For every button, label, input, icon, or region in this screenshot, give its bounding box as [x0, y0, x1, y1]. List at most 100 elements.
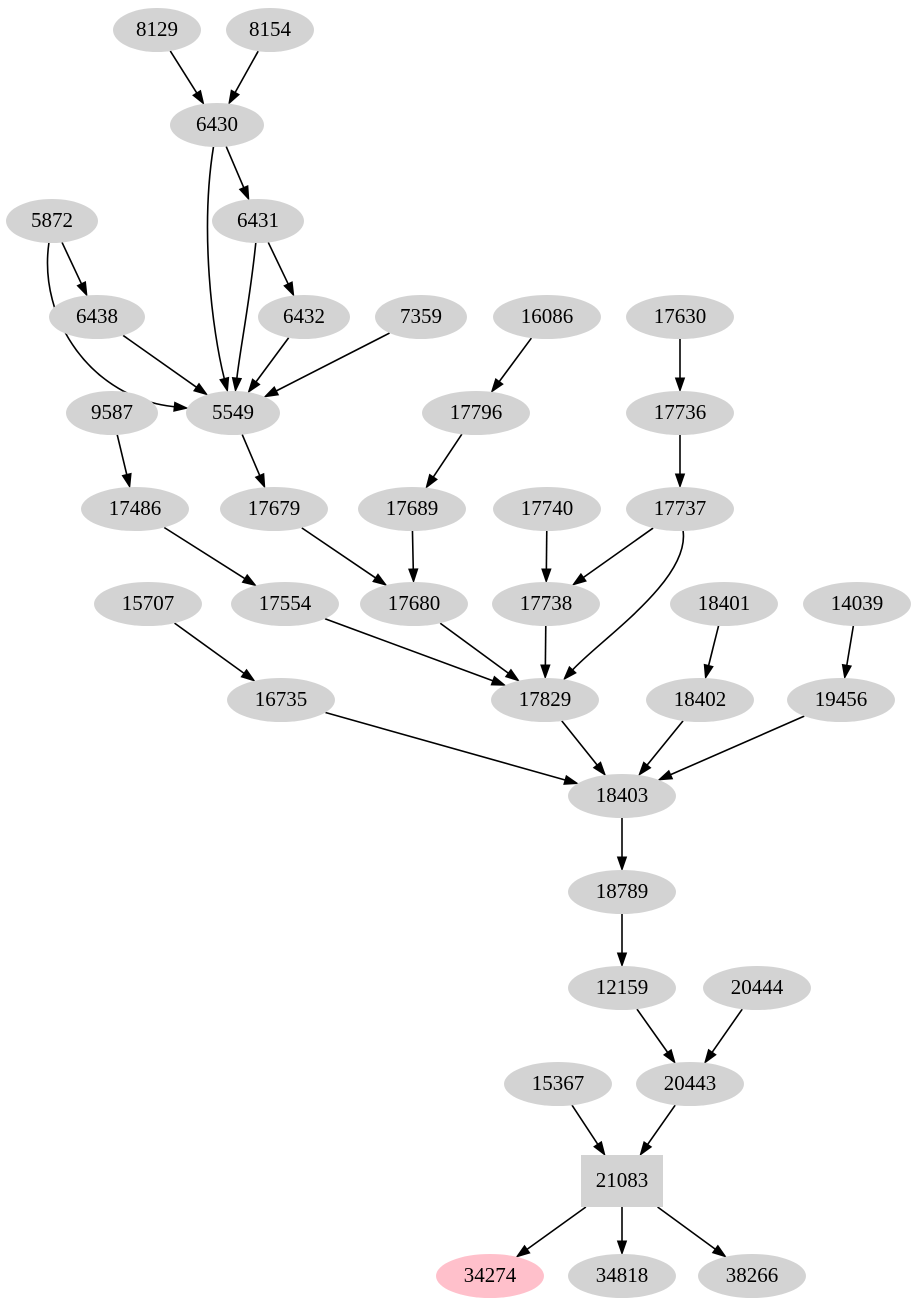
graph-node-17486[interactable]: 17486: [81, 487, 189, 531]
node-ellipse-shape[interactable]: [670, 582, 778, 626]
edge-arrowhead: [662, 1048, 676, 1065]
edge-16086-to-17796: [490, 337, 533, 394]
graph-node-18402[interactable]: 18402: [646, 678, 754, 722]
edge-arrowhead: [121, 472, 132, 489]
node-ellipse-shape[interactable]: [504, 1062, 612, 1106]
edge-18789-to-12159: [616, 914, 628, 968]
graph-node-6430[interactable]: 6430: [170, 103, 264, 147]
node-ellipse-shape[interactable]: [493, 295, 601, 339]
edge-arrowhead: [541, 568, 552, 584]
graph-node-18403[interactable]: 18403: [568, 774, 676, 818]
node-ellipse-shape[interactable]: [186, 391, 280, 435]
node-ellipse-shape[interactable]: [436, 1254, 544, 1298]
node-ellipse-shape[interactable]: [227, 678, 335, 722]
graph-node-21083[interactable]: 21083: [581, 1155, 663, 1207]
node-ellipse-shape[interactable]: [568, 870, 676, 914]
edge-arrowhead: [192, 89, 205, 106]
graph-node-17796[interactable]: 17796: [422, 391, 530, 435]
graph-node-16735[interactable]: 16735: [227, 678, 335, 722]
node-ellipse-shape[interactable]: [231, 582, 339, 626]
edge-17740-to-17738: [541, 530, 552, 584]
edge-8129-to-6430: [169, 50, 205, 106]
graph-node-17554[interactable]: 17554: [231, 582, 339, 626]
edge-arrowhead: [490, 377, 504, 394]
node-ellipse-shape[interactable]: [787, 678, 895, 722]
node-ellipse-shape[interactable]: [568, 966, 676, 1010]
graph-node-17736[interactable]: 17736: [626, 391, 734, 435]
edge-arrowhead: [238, 184, 250, 201]
graph-node-17737[interactable]: 17737: [626, 487, 734, 531]
graph-node-5549[interactable]: 5549: [186, 391, 280, 435]
graph-node-14039[interactable]: 14039: [803, 582, 911, 626]
node-ellipse-shape[interactable]: [220, 487, 328, 531]
node-ellipse-shape[interactable]: [258, 295, 350, 339]
edge-line: [301, 527, 376, 579]
node-ellipse-shape[interactable]: [375, 295, 467, 339]
node-ellipse-shape[interactable]: [81, 487, 189, 531]
graph-node-6438[interactable]: 6438: [49, 295, 145, 339]
graph-node-8129[interactable]: 8129: [113, 8, 201, 52]
edge-6432-to-5549: [247, 337, 290, 394]
graph-node-17680[interactable]: 17680: [360, 582, 468, 626]
node-ellipse-shape[interactable]: [493, 487, 601, 531]
edge-arrowhead: [283, 281, 295, 297]
graph-node-6432[interactable]: 6432: [258, 295, 350, 339]
node-ellipse-shape[interactable]: [358, 487, 466, 531]
graph-node-9587[interactable]: 9587: [66, 391, 158, 435]
node-ellipse-shape[interactable]: [698, 1254, 806, 1298]
graph-node-7359[interactable]: 7359: [375, 295, 467, 339]
graph-node-17738[interactable]: 17738: [492, 582, 600, 626]
edge-line: [411, 530, 415, 570]
node-ellipse-shape[interactable]: [646, 678, 754, 722]
graph-node-20443[interactable]: 20443: [636, 1062, 744, 1106]
graph-node-15707[interactable]: 15707: [94, 582, 202, 626]
graph-node-5872[interactable]: 5872: [6, 199, 98, 243]
node-ellipse-shape[interactable]: [212, 199, 304, 243]
node-ellipse-shape[interactable]: [113, 8, 201, 52]
node-ellipse-shape[interactable]: [626, 295, 734, 339]
edge-6430-to-5549: [206, 146, 230, 393]
graph-node-17679[interactable]: 17679: [220, 487, 328, 531]
graph-node-12159[interactable]: 12159: [568, 966, 676, 1010]
edge-arrowhead: [711, 1244, 727, 1258]
node-ellipse-shape[interactable]: [226, 8, 314, 52]
edge-line: [636, 1008, 669, 1053]
node-ellipse-shape[interactable]: [170, 103, 264, 147]
graph-node-20444[interactable]: 20444: [703, 966, 811, 1010]
node-ellipse-shape[interactable]: [492, 582, 600, 626]
node-ellipse-shape[interactable]: [422, 391, 530, 435]
node-ellipse-shape[interactable]: [626, 487, 734, 531]
node-ellipse-shape[interactable]: [360, 582, 468, 626]
graph-node-34274[interactable]: 34274: [436, 1254, 544, 1298]
graph-node-8154[interactable]: 8154: [226, 8, 314, 52]
graph-node-18401[interactable]: 18401: [670, 582, 778, 626]
node-ellipse-shape[interactable]: [491, 678, 599, 722]
node-ellipse-shape[interactable]: [568, 774, 676, 818]
graph-node-18789[interactable]: 18789: [568, 870, 676, 914]
edge-arrowhead: [616, 952, 628, 968]
edge-18403-to-18789: [616, 818, 628, 872]
edge-arrowhead: [228, 89, 240, 106]
graph-node-34818[interactable]: 34818: [568, 1254, 676, 1298]
graph-node-17829[interactable]: 17829: [491, 678, 599, 722]
node-ellipse-shape[interactable]: [94, 582, 202, 626]
node-ellipse-shape[interactable]: [568, 1254, 676, 1298]
node-ellipse-shape[interactable]: [703, 966, 811, 1010]
graph-node-17630[interactable]: 17630: [626, 295, 734, 339]
node-box-shape[interactable]: [581, 1155, 663, 1207]
node-ellipse-shape[interactable]: [49, 295, 145, 339]
graph-node-16086[interactable]: 16086: [493, 295, 601, 339]
node-ellipse-shape[interactable]: [636, 1062, 744, 1106]
edge-arrowhead: [657, 769, 674, 781]
node-ellipse-shape[interactable]: [66, 391, 158, 435]
graph-node-6431[interactable]: 6431: [212, 199, 304, 243]
node-ellipse-shape[interactable]: [803, 582, 911, 626]
graph-node-19456[interactable]: 19456: [787, 678, 895, 722]
node-ellipse-shape[interactable]: [6, 199, 98, 243]
node-ellipse-shape[interactable]: [626, 391, 734, 435]
edge-line: [234, 50, 259, 93]
graph-node-15367[interactable]: 15367: [504, 1062, 612, 1106]
graph-node-38266[interactable]: 38266: [698, 1254, 806, 1298]
graph-node-17740[interactable]: 17740: [493, 487, 601, 531]
graph-node-17689[interactable]: 17689: [358, 487, 466, 531]
